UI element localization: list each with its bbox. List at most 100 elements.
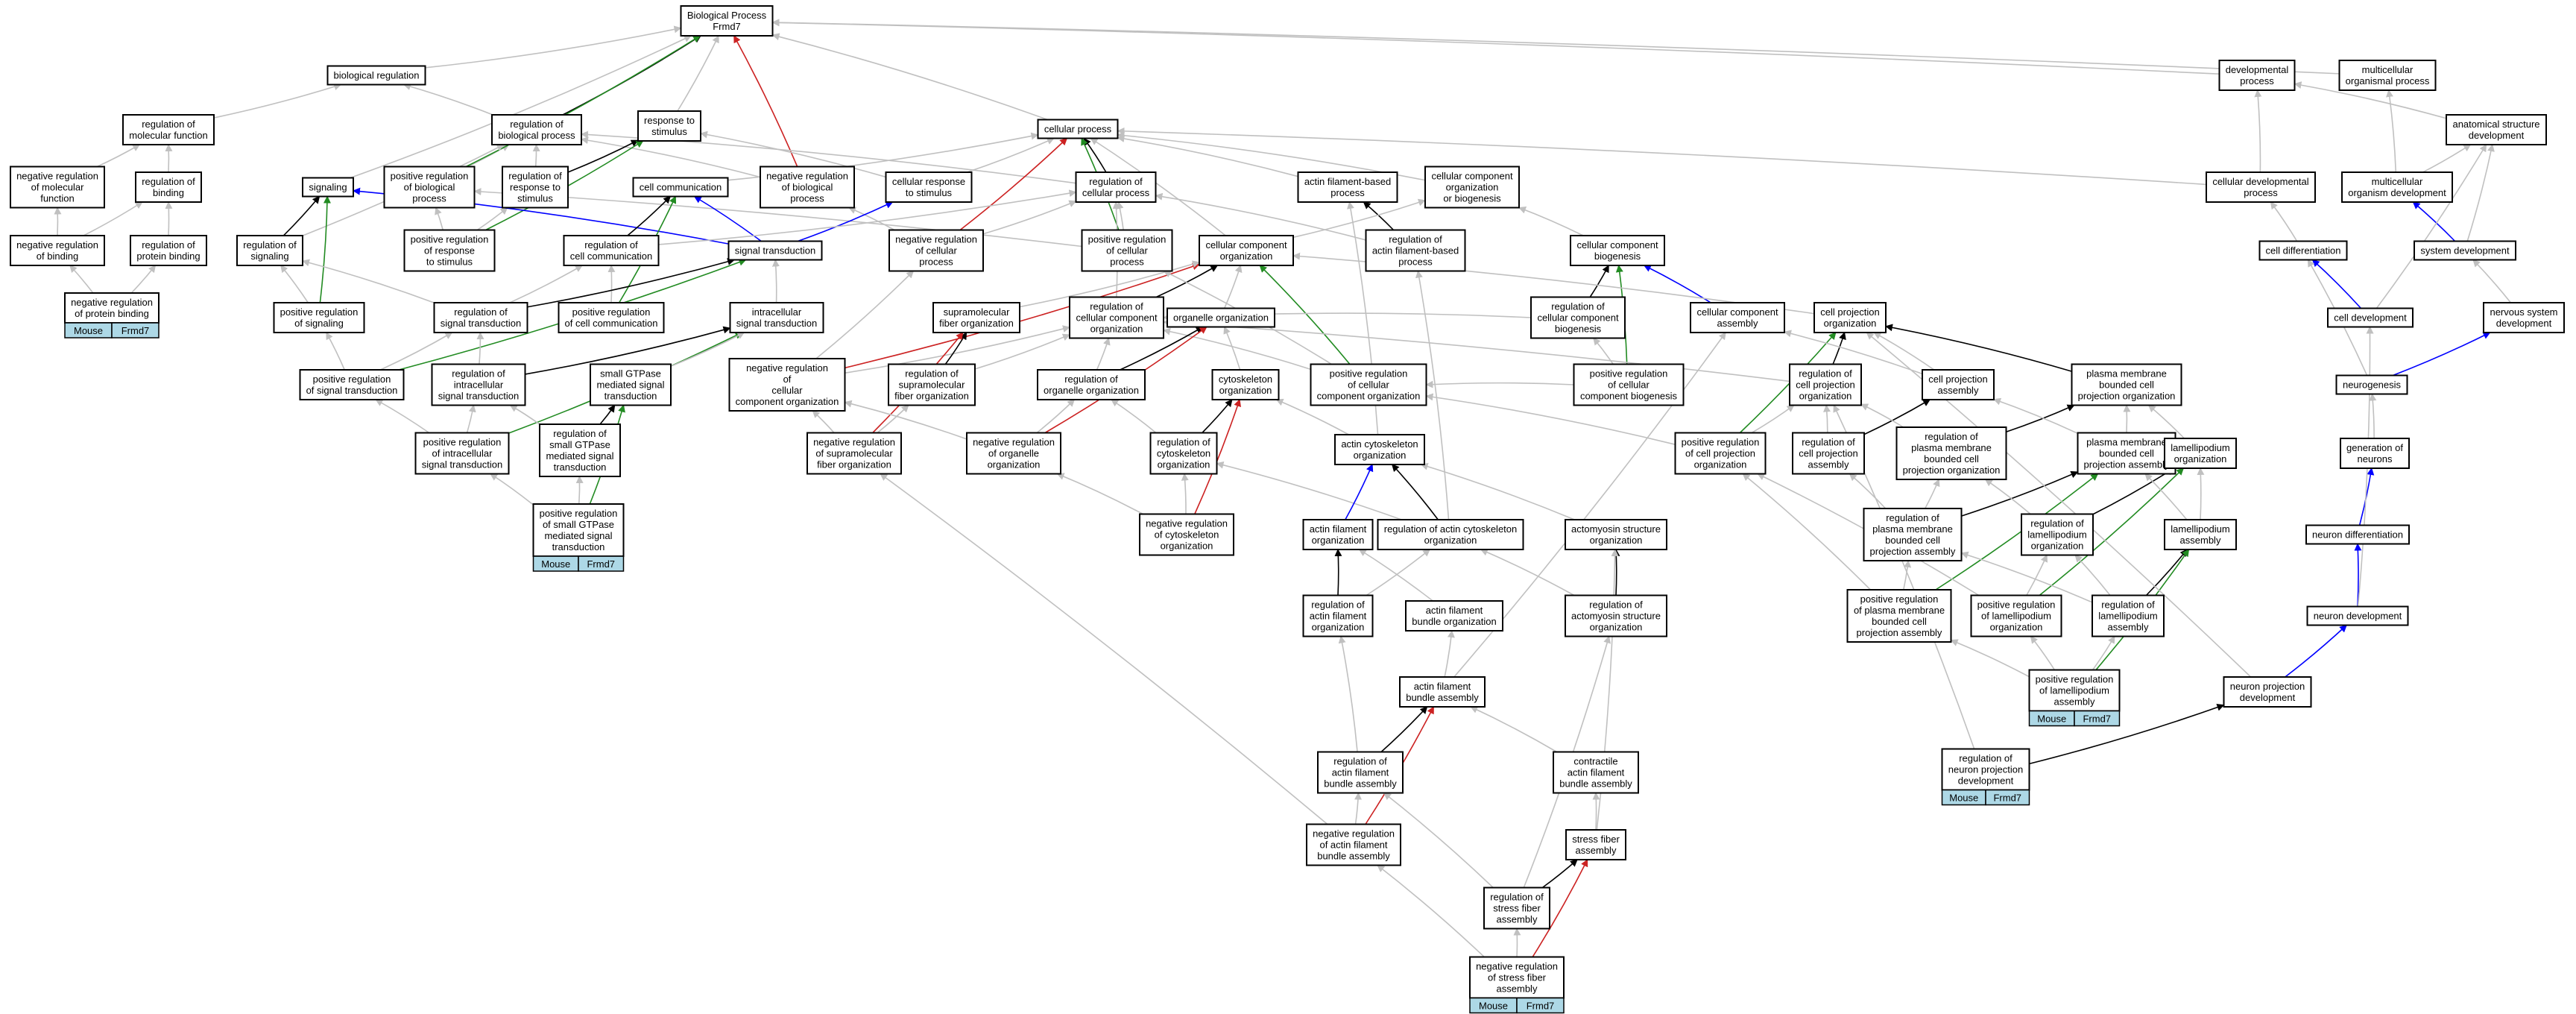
go-term-label: of biological [782,182,833,193]
go-term-label: actin filament [1310,523,1367,535]
go-term-label: projection assembly [2084,459,2170,470]
go-term-label: positive regulation [1860,593,1939,605]
go-term-box [1306,823,1401,866]
go-term-label: bundle assembly [1559,778,1632,790]
go-term-node: neuron development [2306,605,2409,626]
go-term-label: mediated signal [546,450,613,462]
go-term-label: process [1330,187,1365,198]
go-term-label: stimulus [651,126,687,137]
edge-occurs-in [2412,201,2456,242]
go-term-node: neurogenesis [2335,374,2408,395]
go-term-box [632,177,729,198]
go-term-label: bundle assembly [1406,692,1479,703]
go-term-label: organization [1090,324,1143,335]
go-term-label: regulation of [1490,892,1544,903]
go-term-box [2077,432,2176,475]
go-term-label: regulation of [905,368,959,380]
edge-is-a [1924,479,1940,509]
edge-is-a [2472,259,2512,303]
go-term-label: bounded cell [1885,535,1940,546]
edge-is-a [2147,404,2185,439]
go-term-label: organization [1590,535,1643,546]
edge-is-a [1518,206,1584,236]
go-term-label: organismal process [2346,75,2430,86]
go-term-label: development [1958,775,2014,787]
go-term-label: lamellipodium [2171,523,2229,535]
edge-part-of [599,404,616,425]
go-term-label: of supramolecular [815,448,893,459]
edge-is-a [1111,399,1157,434]
go-term-node: signal transduction [727,240,823,261]
go-term-node: neuron differentiation [2305,524,2410,545]
go-term-box [2071,363,2182,406]
go-term-label: Biological Process [687,10,767,21]
go-term-label: plasma membrane [1911,442,1992,453]
go-term-box [1211,369,1280,400]
go-term-label: positive regulation [391,171,469,182]
go-term-label: regulation of [1589,599,1643,611]
go-term-box [1081,229,1173,272]
edge-part-of [2029,703,2225,765]
go-term-box [966,432,1061,475]
go-term-label: small GTPase [549,439,610,450]
go-term-box [2028,669,2121,712]
go-term-label: stress fiber [1572,834,1620,845]
go-term-label: negative regulation [16,171,98,182]
edge-positively-regulates [319,195,331,303]
go-term-label: organization [1219,385,1272,396]
edge-part-of [1612,549,1620,596]
gene-tag: Frmd7 [1527,1001,1555,1012]
annotation-tag-cell [1516,997,1565,1014]
go-term-label: of signal transduction [306,385,398,396]
go-term-label: regulation of [142,119,195,130]
go-term-label: fiber organization [817,459,891,470]
go-term-label: of lamellipodium [2039,685,2109,696]
edge-part-of [282,195,321,236]
go-term-box [2258,240,2348,261]
go-term-box [1334,434,1425,465]
go-term-box [2338,60,2437,91]
go-term-box [2092,594,2165,637]
go-term-box [403,229,496,272]
edge-is-a [982,200,1077,235]
go-term-label: organization [1424,535,1477,546]
edge-occurs-in [1345,464,1374,520]
go-term-label: neurons [2358,453,2393,465]
go-term-node: regulation of actin cytoskeletonorganiza… [1377,519,1524,550]
edge-is-a [2270,201,2298,242]
go-term-label: of response [424,245,475,256]
go-term-label: organization [1799,391,1852,402]
edge-is-a [69,265,94,294]
edge-negatively-regulates [1532,859,1588,957]
go-term-label: plasma membrane [2086,368,2167,380]
go-term-label: regulation of [142,176,195,187]
go-term-label: biogenesis [1555,324,1602,335]
edge-is-a [1377,864,1485,958]
go-term-label: bounded cell [2099,448,2154,459]
go-term-box [135,171,202,203]
species-tag: Mouse [1479,1001,1508,1012]
go-term-label: anatomical structure [2452,119,2539,130]
edge-is-a [575,476,584,505]
go-term-box [2414,240,2516,261]
go-term-label: bounded cell [2099,380,2154,391]
go-term-label: process [1110,256,1144,268]
edge-is-a [490,473,534,506]
go-term-label: cytoskeleton [1219,374,1272,385]
go-term-label: of cell communication [565,318,658,329]
go-term-box [888,229,984,272]
go-term-label: mediated signal [596,380,664,391]
go-term-node: cell communication [632,177,729,198]
go-term-label: organization [1312,535,1365,546]
